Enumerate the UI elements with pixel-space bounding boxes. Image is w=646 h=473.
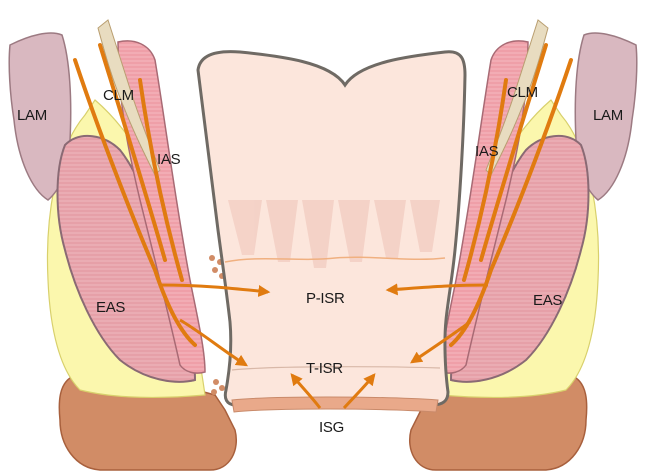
label-ias-left: IAS <box>157 151 181 168</box>
label-eas-right: EAS <box>533 292 562 309</box>
label-eas-left: EAS <box>96 299 125 316</box>
label-ias-right: IAS <box>475 143 499 160</box>
anal-verge <box>232 397 438 412</box>
label-lam-right: LAM <box>593 107 623 124</box>
label-p-isr: P-ISR <box>306 290 345 307</box>
label-clm-right: CLM <box>507 84 538 101</box>
label-t-isr: T-ISR <box>306 360 343 377</box>
anal-canal <box>198 52 465 412</box>
label-clm-left: CLM <box>103 87 134 104</box>
label-lam-left: LAM <box>17 107 47 124</box>
label-isg: ISG <box>319 419 344 436</box>
